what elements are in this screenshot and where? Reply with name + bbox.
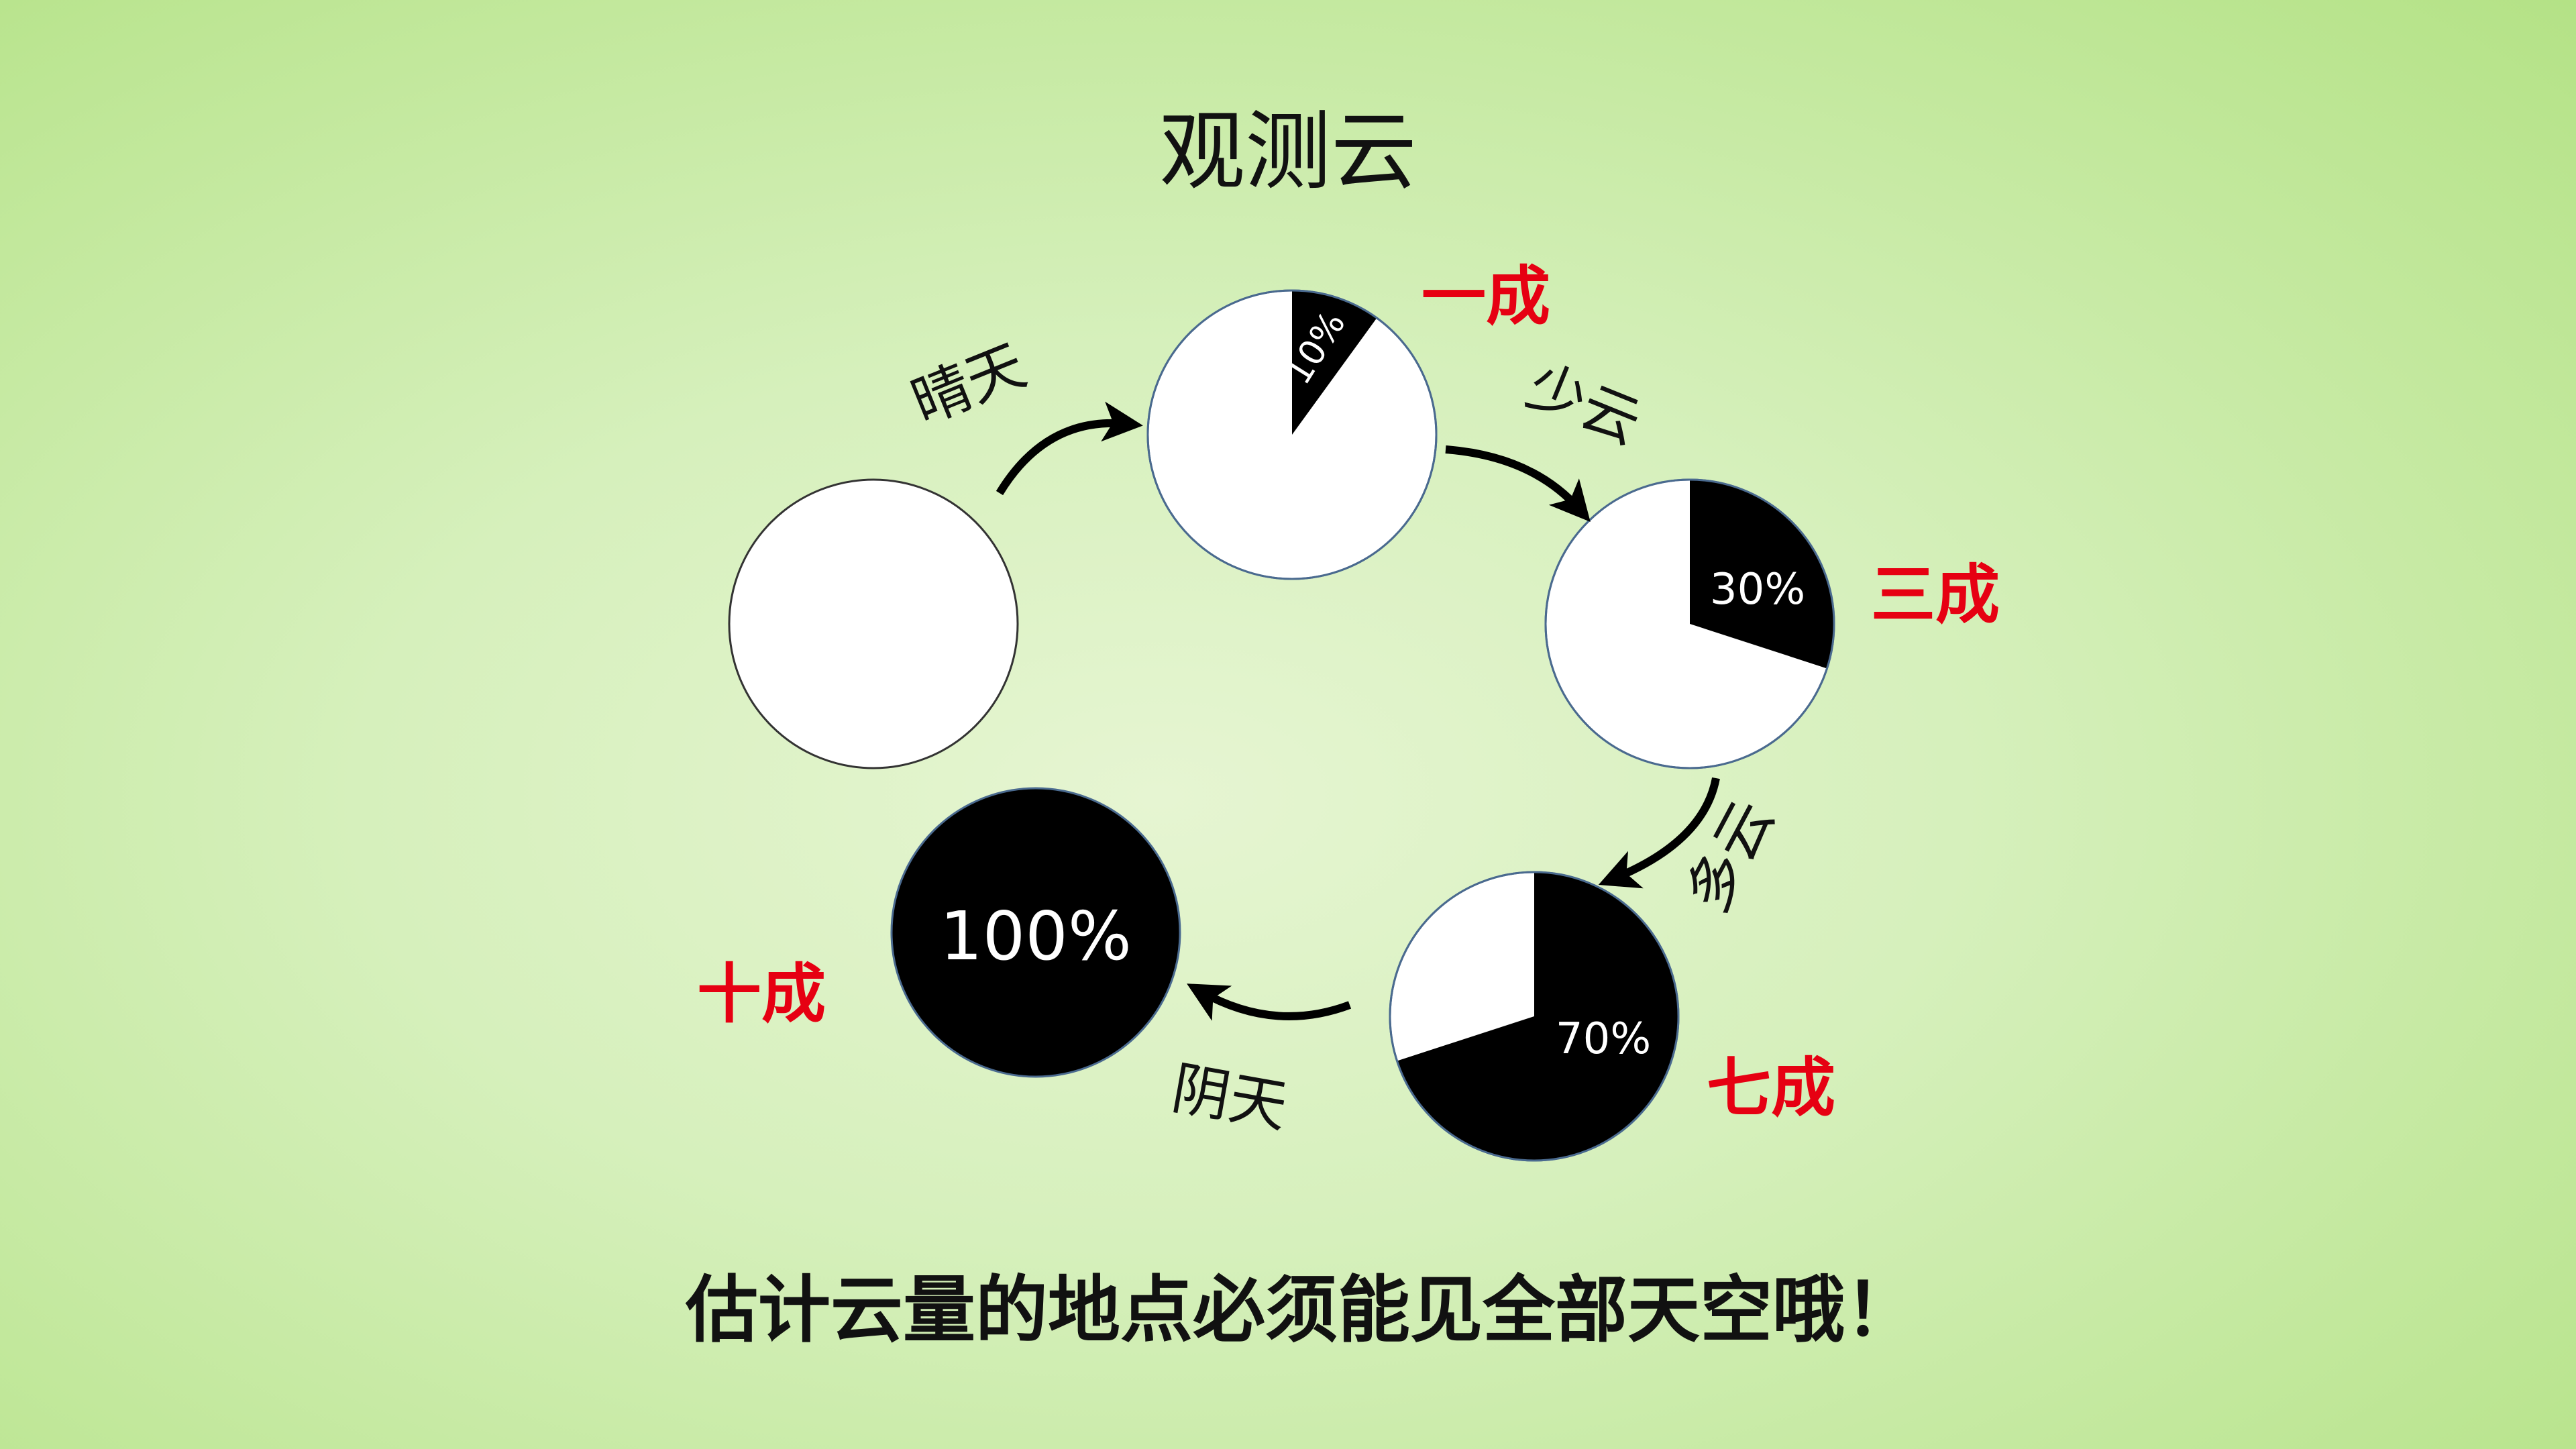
arrow-seven-to-ten bbox=[1187, 983, 1352, 1021]
cloud-sector bbox=[1397, 872, 1678, 1161]
stage-seven-tenths bbox=[1389, 871, 1680, 1162]
transition-label-sunny: 晴天 bbox=[903, 332, 1035, 437]
footer-note: 估计云量的地点必须能见全部天空哦！ bbox=[685, 1269, 1917, 1352]
stage-clear bbox=[728, 478, 1019, 769]
transition-label-few-clouds: 少云 bbox=[1517, 352, 1650, 458]
sky-disk bbox=[890, 787, 1181, 1078]
stage-three-tenths bbox=[1544, 478, 1835, 769]
arrow-clear-to-one bbox=[996, 401, 1143, 496]
transition-label-overcast: 阴天 bbox=[1167, 1055, 1293, 1140]
grade-label-one: 一成 bbox=[1421, 259, 1550, 334]
grade-label-seven: 七成 bbox=[1707, 1051, 1835, 1126]
cloud-sector bbox=[1690, 480, 1834, 669]
disk-rim bbox=[1389, 871, 1680, 1162]
sky-disk bbox=[728, 478, 1019, 769]
stage-full bbox=[890, 787, 1181, 1078]
transition-label-cloudy: 多云 bbox=[1674, 790, 1787, 923]
arrow-three-to-seven bbox=[1598, 777, 1720, 889]
cloud-sector bbox=[1292, 290, 1377, 435]
stage-one-tenth bbox=[1146, 289, 1438, 580]
disk-rim bbox=[1544, 478, 1835, 769]
arrow-one-to-three bbox=[1445, 445, 1591, 523]
percent-label-100: 100% bbox=[940, 897, 1132, 975]
percent-label-70: 70% bbox=[1556, 1014, 1651, 1064]
page-title: 观测云 bbox=[1159, 102, 1417, 202]
grade-label-three: 三成 bbox=[1871, 557, 2000, 633]
grade-label-ten: 十成 bbox=[697, 957, 826, 1032]
disk-rim bbox=[1146, 289, 1438, 580]
percent-label-30: 30% bbox=[1710, 565, 1805, 614]
